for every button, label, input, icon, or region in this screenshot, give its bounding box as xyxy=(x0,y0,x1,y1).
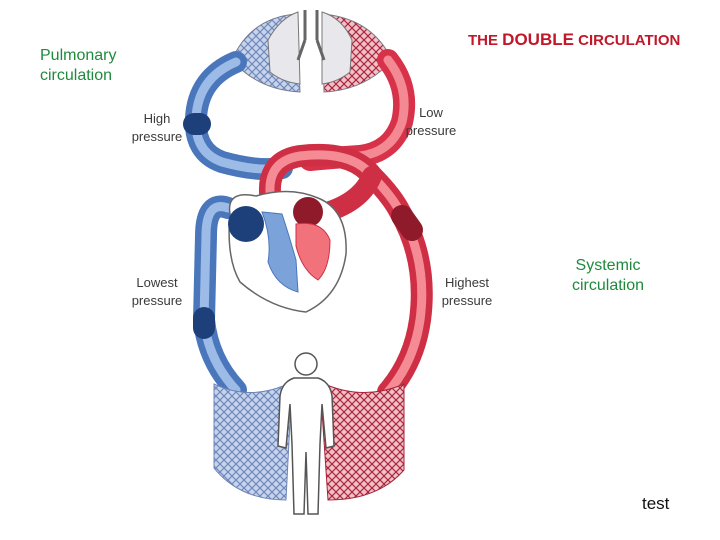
low-pressure-label: Low pressure xyxy=(398,104,464,140)
pulmonary-circulation-label: Pulmonary circulation xyxy=(40,46,116,86)
systemic-label-line-1: Systemic xyxy=(575,257,641,274)
low-pressure-line-1: Low xyxy=(419,105,443,120)
systemic-circulation-label: Systemic circulation xyxy=(562,256,654,296)
pulmonary-label-line-2: circulation xyxy=(40,67,113,84)
lowest-pressure-line-2: pressure xyxy=(131,293,183,308)
pulmonary-vessels xyxy=(183,49,416,181)
heart xyxy=(228,190,347,313)
high-pressure-label: High pressure xyxy=(124,110,190,146)
title-part-3: CIRCULATION xyxy=(573,32,681,49)
highest-pressure-line-1: Highest xyxy=(444,275,490,290)
systemic-label-line-2: circulation xyxy=(571,277,645,294)
highest-pressure-line-2: pressure xyxy=(441,293,493,308)
body-capillaries xyxy=(213,381,405,501)
high-pressure-line-2: pressure xyxy=(131,129,183,144)
title-part-1: THE xyxy=(468,32,503,49)
footer-text: test xyxy=(642,494,670,513)
pulmonary-label-line-1: Pulmonary xyxy=(40,47,117,64)
human-figure-icon xyxy=(277,352,335,515)
title-part-2: DOUBLE xyxy=(502,30,574,49)
high-pressure-line-1: High xyxy=(143,111,171,126)
low-pressure-line-2: pressure xyxy=(405,123,457,138)
highest-pressure-label: Highest pressure xyxy=(434,274,500,310)
page-title: THE DOUBLE CIRCULATION xyxy=(468,30,680,50)
lowest-pressure-label: Lowest pressure xyxy=(124,274,190,310)
lowest-pressure-line-1: Lowest xyxy=(136,275,178,290)
lungs xyxy=(231,10,393,93)
